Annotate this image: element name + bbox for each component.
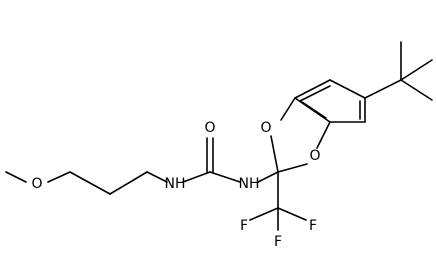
bond-methyl-o [5, 171, 27, 183]
bond-ring-inner-3 [301, 101, 327, 119]
ring-top-oxygen-label: O [260, 120, 271, 136]
fluorine-bottom-label: F [274, 234, 282, 250]
bond-chain-3 [146, 171, 168, 183]
bond-o-ch2 [47, 171, 71, 183]
bond-tbutyl-lower-right [400, 79, 433, 101]
bond-ring-top-right [329, 79, 366, 99]
bond-o-bottom-aromatic [316, 121, 331, 149]
fluorine-left-label: F [240, 218, 248, 234]
right-nh-label: NH [239, 176, 260, 192]
bond-nh-c2 [257, 171, 279, 183]
bond-cf3-f-right [277, 207, 307, 221]
bond-chain-1 [69, 171, 111, 195]
bond-ring-inner-1 [299, 85, 331, 102]
bond-ring-tbutyl [364, 79, 402, 99]
bond-ring-fusion [294, 97, 331, 123]
ring-bottom-oxygen-label: O [309, 148, 320, 164]
bond-ring-top-left [294, 79, 331, 99]
bond-cf3-f-left [249, 207, 279, 221]
fluorine-right-label: F [309, 218, 317, 234]
bond-tbutyl-right [400, 59, 433, 81]
bond-chain-2 [109, 171, 148, 195]
bond-nh-c [182, 171, 211, 183]
bond-c-nh [209, 171, 241, 183]
methoxy-oxygen-label: O [31, 176, 42, 192]
bond-o-top-aromatic [280, 97, 296, 121]
bond-c2-o-bottom [277, 163, 308, 173]
left-nh-label: NH [165, 176, 186, 192]
bond-c2-o-top [270, 135, 279, 173]
urea-oxygen-label: O [204, 120, 215, 136]
